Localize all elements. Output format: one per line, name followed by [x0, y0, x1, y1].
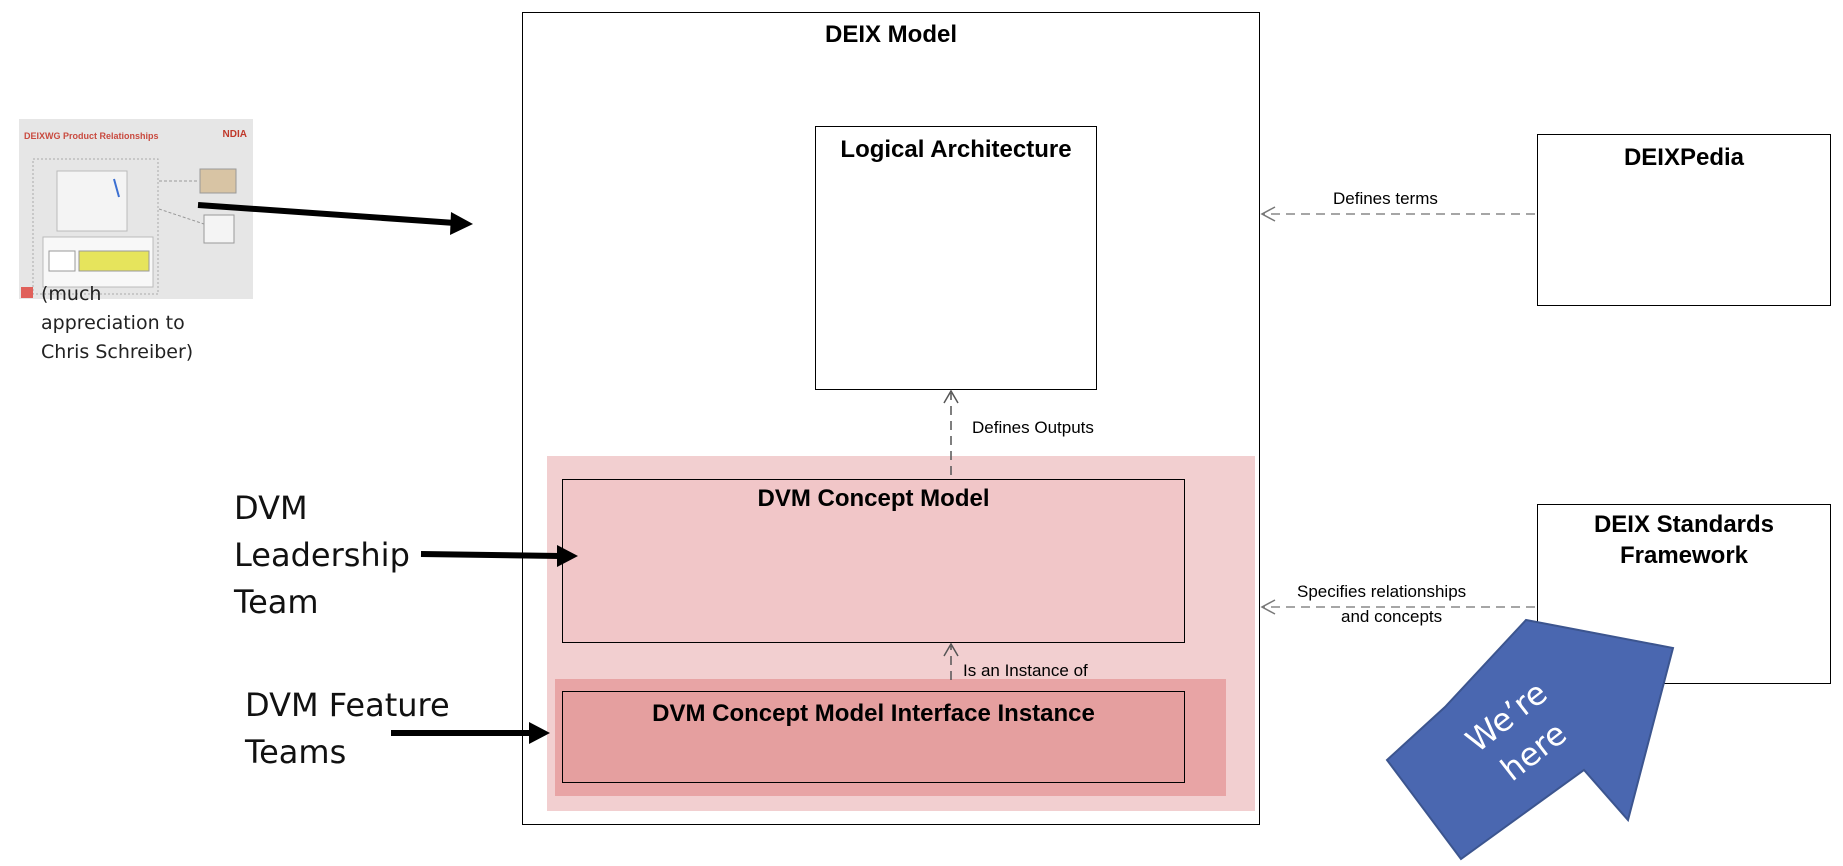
- were-here-callout-arrow: [1385, 618, 1675, 861]
- dvm-concept-model-box: DVM Concept Model: [562, 479, 1185, 643]
- defines-terms-arrowhead: [1260, 206, 1276, 222]
- deixpedia-title: DEIXPedia: [1623, 144, 1745, 171]
- thumbnail-logo: NDIA: [222, 129, 247, 140]
- thumbnail-pointer-arrow: [197, 202, 456, 226]
- dvm-concept-model-title: DVM Concept Model: [757, 485, 990, 512]
- defines-terms-label: Defines terms: [1333, 189, 1438, 208]
- thumbnail-pointer-arrowhead: [450, 212, 473, 235]
- defines-outputs-label: Defines Outputs: [972, 418, 1094, 437]
- feature-teams-label-line1: DVM Feature: [245, 686, 450, 724]
- credit-bullet: [21, 287, 33, 298]
- leadership-pointer-arrowhead: [557, 545, 578, 567]
- deix-standards-title-line1: DEIX Standards: [1593, 511, 1775, 538]
- dvm-interface-instance-title: DVM Concept Model Interface Instance: [652, 700, 1095, 727]
- is-an-instance-of-label: Is an Instance of: [963, 661, 1088, 680]
- credit-text: (much appreciation to Chris Schreiber): [41, 283, 194, 363]
- leadership-label-line2: Leadership: [234, 536, 410, 574]
- thumbnail-title: DEIXWG Product Relationships: [24, 131, 159, 141]
- logical-architecture-title: Logical Architecture: [840, 136, 1072, 163]
- leadership-label-line1: DVM: [234, 489, 308, 527]
- defines-outputs-arrowhead: [943, 389, 959, 404]
- dvm-interface-instance-box: DVM Concept Model Interface Instance: [562, 691, 1185, 783]
- thumbnail-sketch: [32, 158, 237, 295]
- instance-of-arrowhead: [943, 642, 959, 657]
- specifies-arrowhead: [1260, 599, 1276, 615]
- deix-model-title: DEIX Model: [824, 21, 957, 48]
- deix-standards-title-line2: Framework: [1619, 542, 1749, 569]
- logical-architecture-box: Logical Architecture: [815, 126, 1097, 390]
- feature-teams-label-line2: Teams: [245, 733, 347, 771]
- leadership-label-line3: Team: [234, 583, 319, 621]
- feature-teams-pointer-arrowhead: [529, 722, 550, 744]
- leadership-pointer-arrow: [420, 551, 561, 559]
- specifies-label-line2: and concepts: [1341, 607, 1443, 626]
- deixpedia-box: DEIXPedia: [1537, 134, 1831, 306]
- specifies-label-line1: Specifies relationships: [1297, 582, 1467, 601]
